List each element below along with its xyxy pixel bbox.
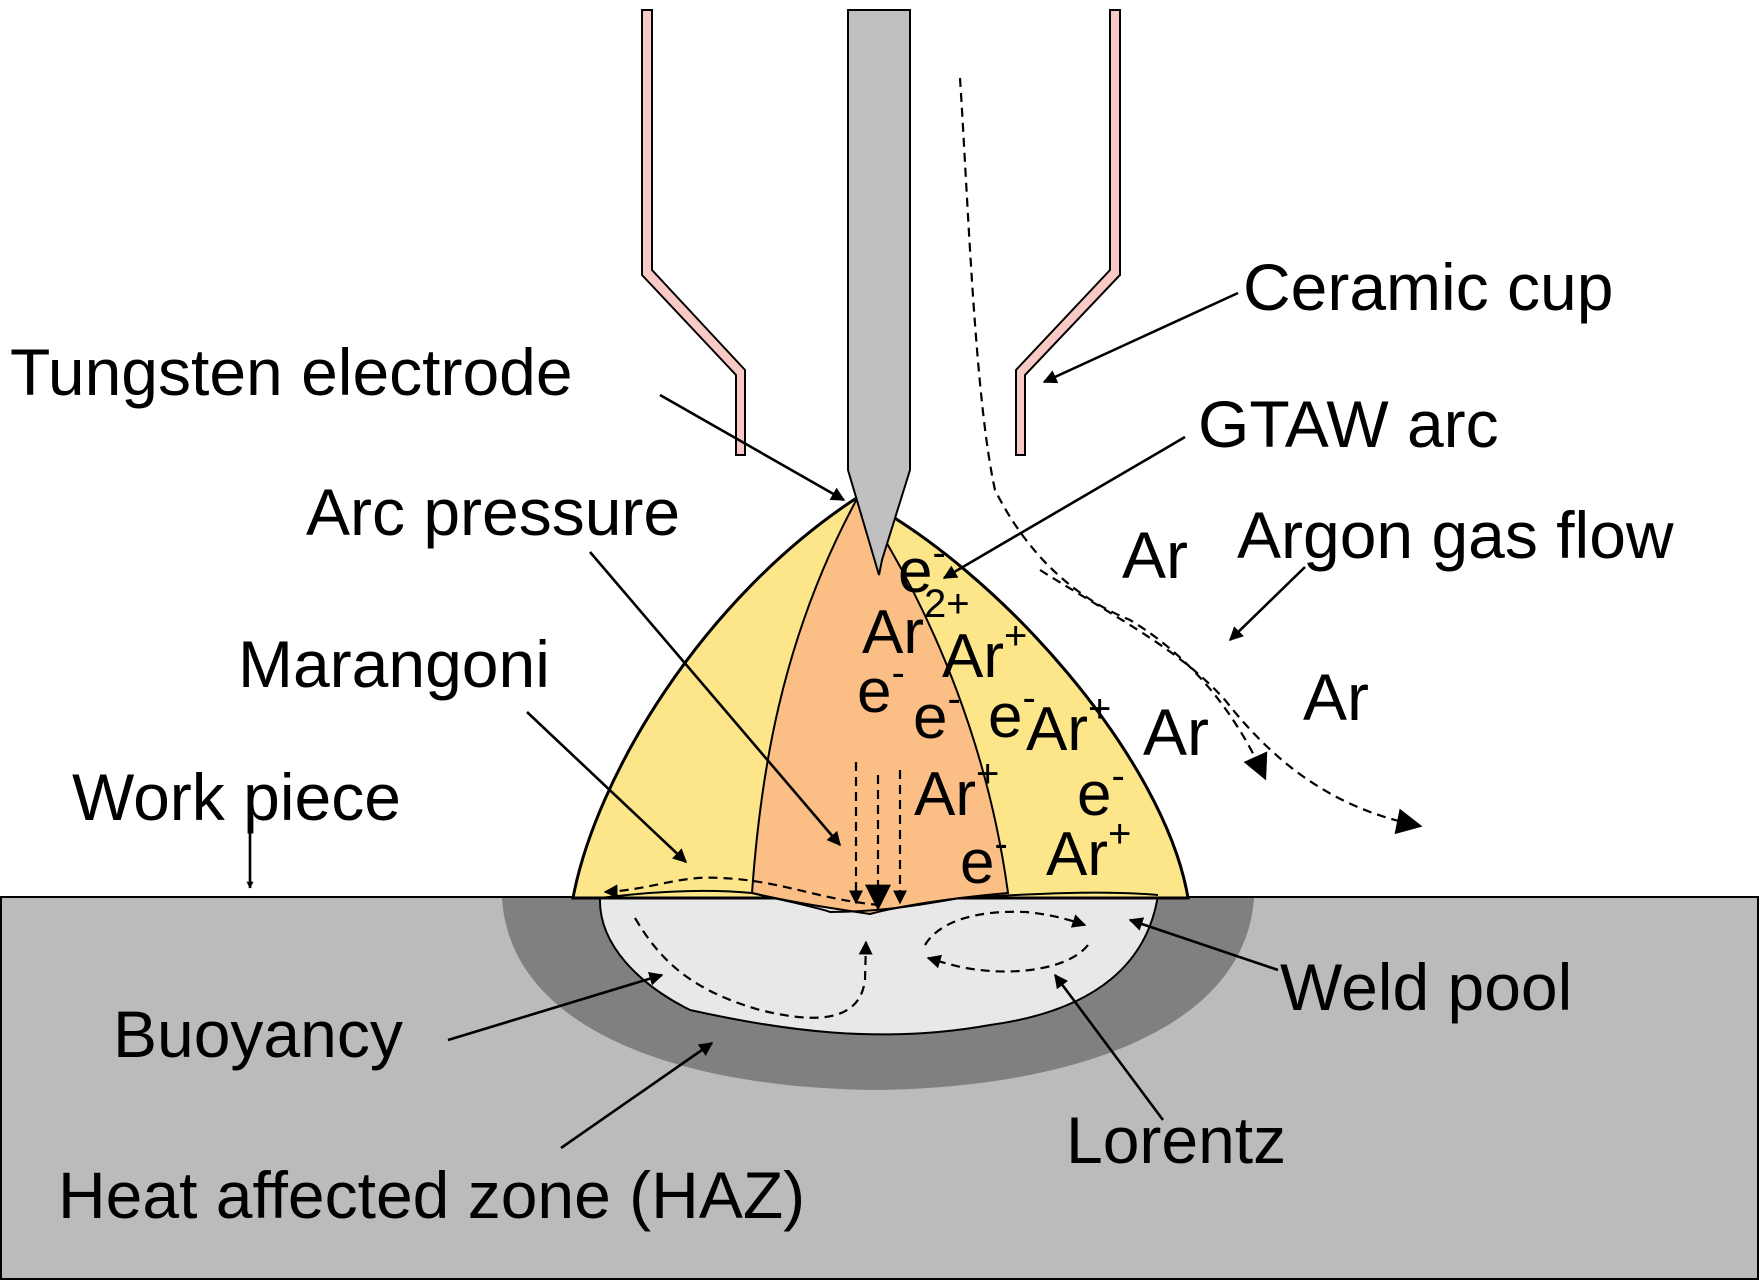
tungsten-electrode <box>847 9 911 576</box>
label-work-piece: Work piece <box>72 760 401 834</box>
buoyancy-flow <box>634 917 873 1019</box>
argon-atom-label: Ar <box>1303 660 1369 734</box>
ceramic-cup-right <box>1015 9 1121 456</box>
species-argon-ion-2plus: Ar2+ <box>862 582 970 667</box>
lorentz-flow-bottom <box>926 944 1089 973</box>
leader-marangoni <box>526 711 688 863</box>
species-electron: e- <box>1077 754 1125 829</box>
species-argon-ion: Ar+ <box>914 752 999 829</box>
leader-weld-pool <box>1128 917 1279 972</box>
arc-core <box>750 495 1010 916</box>
argon-flow-line-outer <box>1039 569 1423 835</box>
label-haz: Heat affected zone (HAZ) <box>58 1158 805 1232</box>
label-ceramic-cup: Ceramic cup <box>1243 250 1613 324</box>
leader-argon-gas-flow <box>1228 566 1306 641</box>
leader-arc-pressure <box>589 551 841 847</box>
species-electron: e- <box>988 676 1036 751</box>
label-arc-pressure: Arc pressure <box>306 475 680 549</box>
leader-tungsten-electrode <box>659 393 846 502</box>
species-argon-ion: Ar+ <box>942 614 1027 691</box>
species-argon-ion: Ar+ <box>1046 812 1131 889</box>
species-electron: e- <box>898 531 946 606</box>
leader-lorentz <box>1053 973 1165 1121</box>
argon-atom-label: Ar <box>1122 518 1188 592</box>
argon-atom-label: Ar <box>1143 695 1209 769</box>
weld-pool-surface <box>599 889 1159 914</box>
label-tungsten-electrode: Tungsten electrode <box>10 335 573 409</box>
label-buoyancy: Buoyancy <box>113 997 403 1071</box>
species-argon-ion: Ar+ <box>1026 687 1111 764</box>
label-gtaw-arc: GTAW arc <box>1198 387 1499 461</box>
marangoni-flow <box>603 876 881 907</box>
leader-haz <box>560 1041 714 1150</box>
label-weld-pool: Weld pool <box>1280 950 1572 1024</box>
leader-ceramic-cup <box>1042 291 1239 384</box>
weld-pool <box>598 893 1160 1036</box>
species-electron: e- <box>913 677 961 752</box>
leader-gtaw-arc <box>942 435 1186 580</box>
label-marangoni: Marangoni <box>238 627 550 701</box>
leader-buoyancy <box>447 971 664 1042</box>
label-argon-gas-flow: Argon gas flow <box>1237 498 1674 572</box>
label-lorentz: Lorentz <box>1066 1103 1286 1177</box>
ceramic-cup-left <box>641 9 746 456</box>
species-electron: e- <box>857 651 905 726</box>
lorentz-flow-top <box>924 910 1087 946</box>
species-electron: e- <box>960 822 1008 897</box>
